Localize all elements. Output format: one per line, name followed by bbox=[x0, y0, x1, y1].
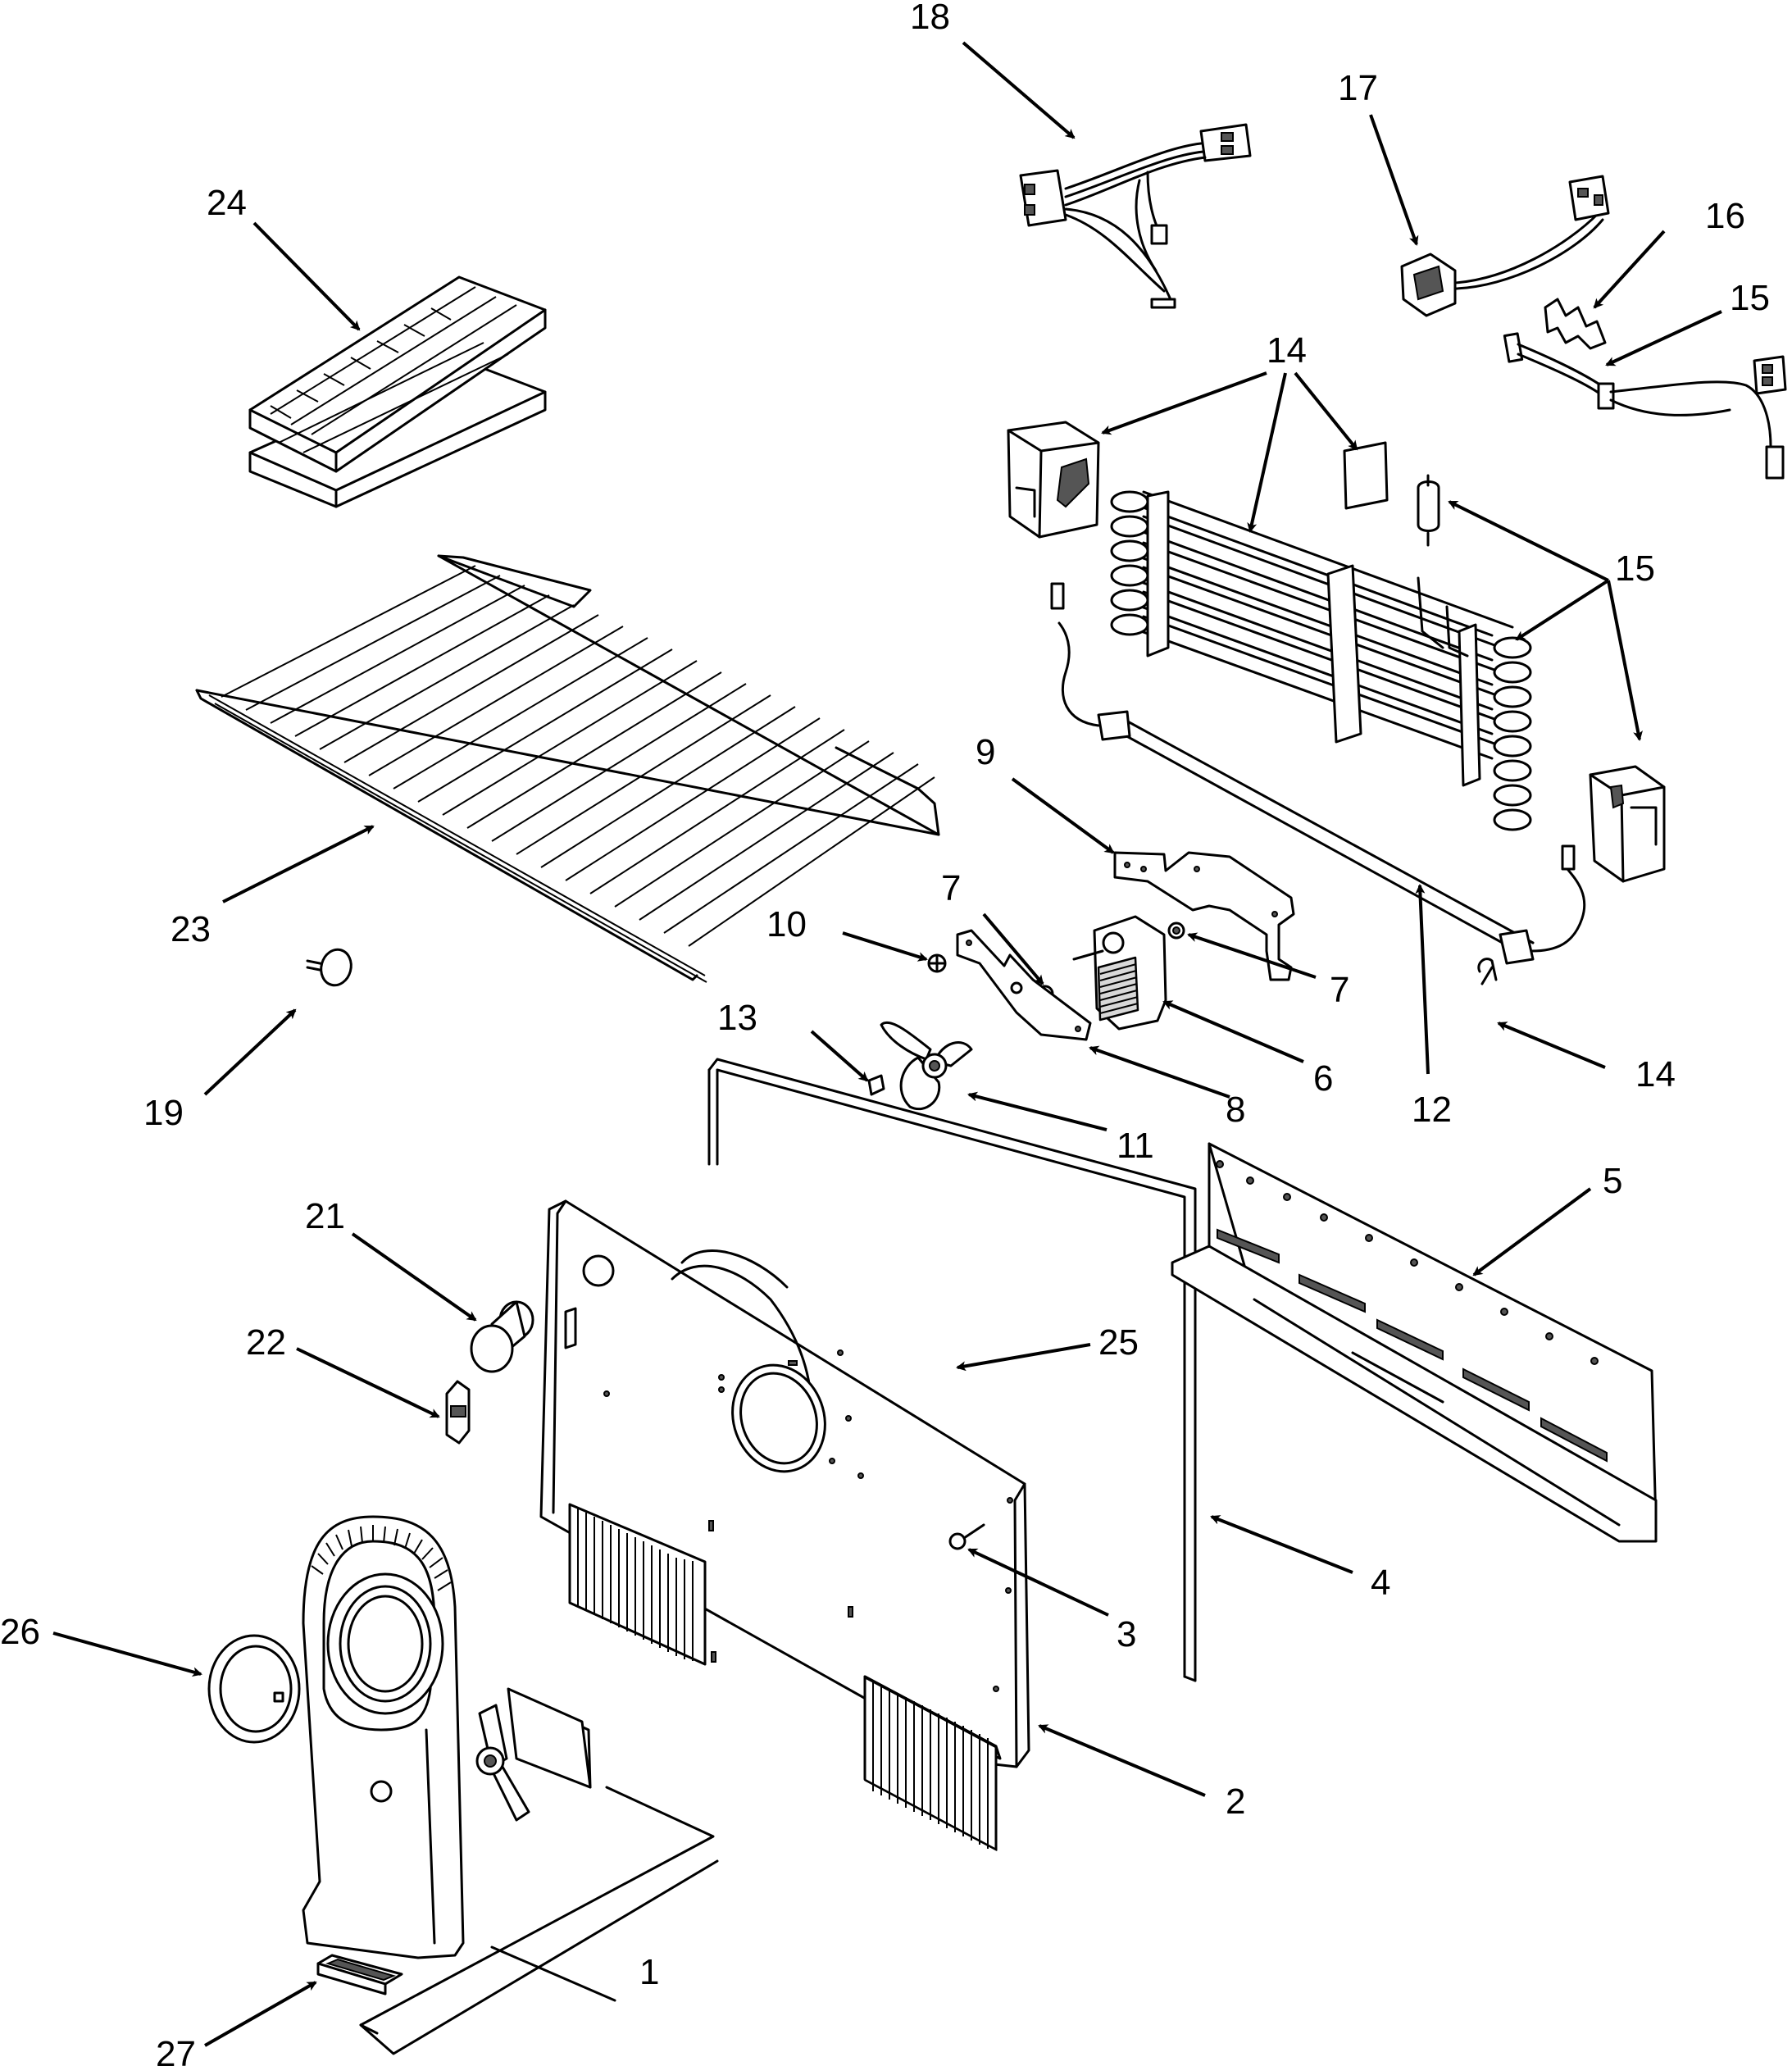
filter-part bbox=[316, 1954, 403, 1995]
arrow-22 bbox=[296, 1347, 440, 1418]
arrow-27 bbox=[204, 1981, 317, 2047]
panel-screw-part bbox=[948, 1523, 985, 1550]
callout-6: 6 bbox=[1313, 1058, 1333, 1099]
callout-1: 1 bbox=[639, 1952, 659, 1992]
knob-part bbox=[470, 1300, 534, 1373]
channel-part bbox=[1171, 1142, 1658, 1543]
callout-15a: 14 bbox=[1267, 330, 1307, 371]
arrow-17 bbox=[1593, 230, 1666, 309]
arrow-10 bbox=[842, 931, 928, 962]
arrow-13 bbox=[1415, 884, 1430, 1075]
callout-3: 3 bbox=[1117, 1614, 1136, 1654]
arrow-4 bbox=[1210, 1515, 1353, 1574]
push-pin-part bbox=[306, 948, 352, 987]
callout-14: 14 bbox=[1635, 1054, 1676, 1094]
fan-blade-part bbox=[880, 1021, 973, 1111]
arrow-25 bbox=[956, 1343, 1091, 1372]
clip-part bbox=[1544, 298, 1607, 350]
ice-tray-part bbox=[248, 275, 547, 508]
arrow-18 bbox=[1369, 114, 1419, 246]
callout-12: 13 bbox=[717, 998, 757, 1038]
callout-11: 11 bbox=[1117, 1126, 1154, 1166]
ring-part bbox=[207, 1634, 301, 1744]
arrow-15b bbox=[1247, 372, 1287, 533]
arrow-15f bbox=[1607, 580, 1643, 741]
callout-23: 23 bbox=[171, 909, 211, 949]
evaporator-part bbox=[1007, 421, 1666, 883]
callout-13: 12 bbox=[1412, 1090, 1452, 1130]
callout-16: 15 bbox=[1730, 278, 1770, 318]
arrow-23 bbox=[222, 825, 375, 903]
arrow-7a bbox=[982, 912, 1044, 985]
arrow-5 bbox=[1472, 1187, 1592, 1276]
arrow-3 bbox=[967, 1548, 1109, 1617]
arrow-12 bbox=[810, 1030, 869, 1082]
motor-bracket-part bbox=[1113, 851, 1295, 981]
fan-clip-part bbox=[867, 1074, 885, 1096]
arrow-8 bbox=[1089, 1045, 1230, 1099]
callout-8: 8 bbox=[1226, 1090, 1245, 1130]
arrow-26 bbox=[52, 1631, 202, 1677]
callout-19: 18 bbox=[910, 0, 950, 37]
air-tower-part bbox=[302, 1515, 465, 1959]
small-harness-part bbox=[1503, 332, 1787, 480]
callout-arrows bbox=[52, 41, 1722, 2047]
arrow-2 bbox=[1038, 1724, 1206, 1797]
assembly-bracket bbox=[359, 1786, 719, 2055]
callout-22: 22 bbox=[246, 1322, 286, 1363]
arrow-15c bbox=[1294, 371, 1358, 451]
callout-7b: 7 bbox=[1330, 970, 1349, 1010]
callout-20: 19 bbox=[143, 1093, 184, 1133]
arrow-14 bbox=[1497, 1022, 1606, 1069]
callout-17: 16 bbox=[1705, 196, 1745, 236]
arrow-16 bbox=[1605, 310, 1722, 366]
arrow-6 bbox=[1162, 1000, 1304, 1063]
fan-motor-part bbox=[1072, 915, 1167, 1031]
arrow-15d bbox=[1448, 500, 1609, 582]
arrow-15e bbox=[1515, 579, 1610, 641]
callout-25: 25 bbox=[1098, 1322, 1139, 1363]
arrow-7b bbox=[1187, 932, 1317, 979]
tower-fan-part bbox=[475, 1687, 592, 1822]
wire-harness-part bbox=[1019, 123, 1252, 309]
callout-27: 27 bbox=[156, 2034, 196, 2066]
callout-2: 2 bbox=[1226, 1782, 1245, 1822]
clamp-part bbox=[1477, 958, 1498, 985]
arrow-15a bbox=[1101, 371, 1267, 435]
callout-24: 24 bbox=[207, 183, 247, 223]
callout-26: 26 bbox=[0, 1612, 40, 1652]
callout-21: 21 bbox=[305, 1196, 345, 1236]
screw-part bbox=[927, 953, 947, 973]
thermostat-part bbox=[1400, 175, 1610, 317]
insert-part bbox=[445, 1380, 471, 1445]
wire-shelf-part bbox=[195, 554, 940, 983]
seal-part bbox=[707, 1058, 1197, 1682]
defrost-heater-part bbox=[1050, 582, 1586, 965]
fan-bracket-part bbox=[956, 929, 1092, 1041]
arrow-21 bbox=[351, 1232, 477, 1322]
callout-4: 4 bbox=[1371, 1563, 1390, 1603]
callout-10: 10 bbox=[766, 904, 807, 944]
callout-9: 9 bbox=[976, 732, 995, 772]
arrow-24 bbox=[252, 221, 361, 331]
arrow-9 bbox=[1011, 777, 1115, 854]
arrow-19 bbox=[962, 41, 1076, 139]
callout-5: 5 bbox=[1603, 1161, 1622, 1201]
callout-7a: 7 bbox=[941, 868, 961, 908]
rear-panel-part bbox=[539, 1199, 1030, 1851]
arrow-11 bbox=[967, 1091, 1107, 1131]
arrow-20 bbox=[203, 1008, 297, 1096]
callout-18: 17 bbox=[1338, 68, 1378, 108]
callout-15b: 15 bbox=[1615, 548, 1655, 589]
